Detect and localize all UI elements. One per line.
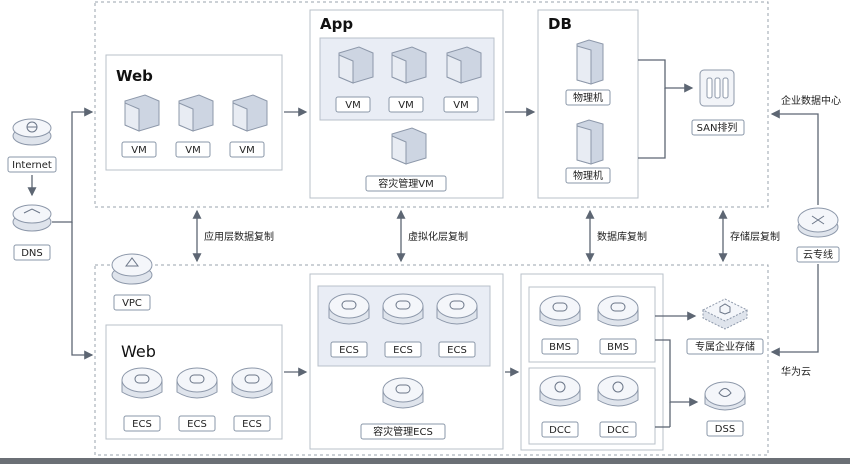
physical-server-1: 物理机 [565,39,611,106]
dns-icon: DNS [12,204,52,261]
dcc-2: DCC [597,375,639,438]
bottom-web-ecs-2: ECS [176,367,218,432]
dcc-1: DCC [539,375,581,438]
dns-to-bottom-web-arrow [71,222,94,360]
top-db-title: DB [548,15,572,33]
vm-label: VM [131,145,146,156]
exclusive-storage-icon: 专属企业存储 [686,298,764,355]
ecs-label: ECS [393,345,413,356]
vm-label: VM [185,145,200,156]
vm-label: VM [398,100,413,111]
physical-label: 物理机 [573,169,603,182]
bottom-app-ecs-2: ECS [382,293,424,358]
vm-label: VM [345,100,360,111]
huawei-cloud-label: 华为云 [781,365,811,378]
ecs-label: ECS [132,419,152,430]
dss-icon: DSS [704,381,746,437]
ecs-label: ECS [447,345,467,356]
dcc-label: DCC [549,425,571,436]
top-app-vm-1: VM [335,46,374,113]
bottom-app-ecs-1: ECS [328,293,370,358]
internet-label: Internet [12,160,52,171]
storage-layer-replication-label: 存储层复制 [730,230,780,243]
bottom-web-title: Web [121,342,156,361]
bottom-web-ecs-3: ECS [231,367,273,432]
bms-label: BMS [549,342,571,353]
top-web-vm-1: VM [121,94,160,158]
ecs-label: ECS [187,419,207,430]
dss-label: DSS [715,424,735,435]
cloudline-to-dc-arrow [770,109,819,205]
enterprise-dc-label: 企业数据中心 [781,94,841,107]
bottom-web-ecs-1: ECS [121,367,163,432]
dns-label: DNS [21,248,43,259]
dr-vm-label: 容灾管理VM [378,177,433,190]
bms-label: BMS [607,342,629,353]
top-web-vm-2: VM [175,94,214,158]
top-app-title: App [320,15,353,33]
virtual-layer-replication-label: 虚拟化层复制 [408,230,468,243]
san-label: SAN排列 [697,121,738,134]
bottom-dr-ecs: 容灾管理ECS [360,377,446,440]
bms-1: BMS [539,295,581,355]
db-to-san-connector [638,59,694,93]
vpc-icon: VPC [111,253,153,311]
app-layer-replication-label: 应用层数据复制 [204,230,274,243]
db2-to-san-connector [638,88,666,159]
ecs-label: ECS [242,419,262,430]
database-replication-label: 数据库复制 [597,230,647,243]
cloud-line-icon: 云专线 [796,207,840,263]
physical-server-2: 物理机 [565,119,611,184]
vpc-label: VPC [122,298,142,309]
physical-label: 物理机 [573,91,603,104]
huawei-cloud-region [94,264,769,456]
top-web-vm-3: VM [229,94,268,158]
bms-to-dss-arrow [655,339,699,407]
cloudline-to-huawei-arrow [770,264,819,357]
top-app-vm-3: VM [443,46,482,113]
san-array: SAN排列 [691,69,745,136]
vm-label: VM [239,145,254,156]
ecs-label: ECS [339,345,359,356]
enterprise-dc-region [94,1,769,208]
vm-label: VM [453,100,468,111]
cloud-line-label: 云专线 [803,248,833,261]
dns-to-top-web-arrow [52,107,94,223]
bms-2: BMS [597,295,639,355]
top-web-title: Web [116,67,153,85]
bottom-strip [0,458,850,464]
dcc-label: DCC [607,425,629,436]
top-dr-vm: 容灾管理VM [365,127,447,192]
top-app-vm-2: VM [388,46,427,113]
bottom-app-ecs-3: ECS [436,293,478,358]
dr-ecs-label: 容灾管理ECS [373,425,433,438]
exclusive-storage-label: 专属企业存储 [695,340,755,353]
internet-icon: Internet [7,118,57,173]
